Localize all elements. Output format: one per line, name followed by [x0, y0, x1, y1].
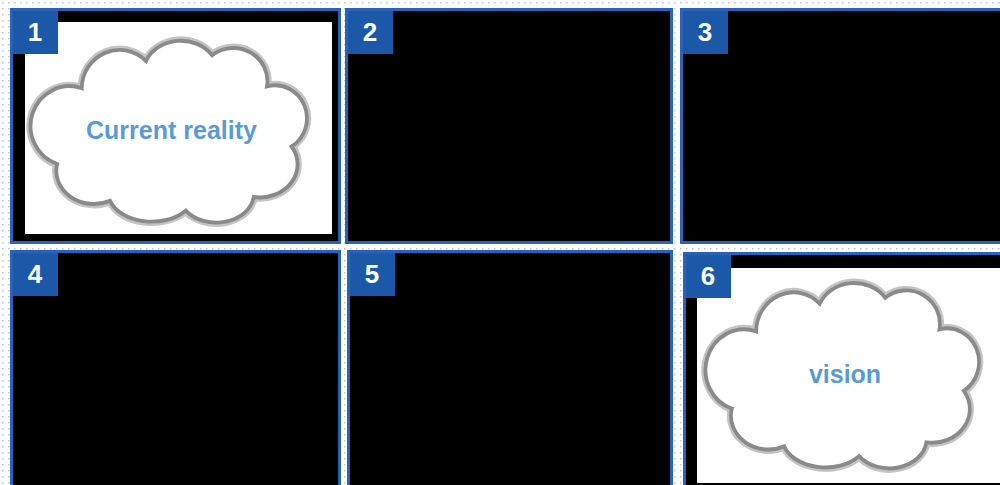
- thought-cloud: vision: [700, 270, 990, 478]
- storyboard-panel: 6 vision: [683, 252, 1000, 485]
- storyboard-panel: 5: [347, 250, 673, 485]
- thought-cloud: Current reality: [25, 28, 318, 232]
- panel-number: 5: [349, 252, 395, 296]
- storyboard-panel: 2: [345, 8, 673, 244]
- panel-number: 3: [682, 10, 728, 54]
- cloud-line: [706, 283, 980, 468]
- storyboard-panel: 4: [10, 250, 341, 485]
- panel-number: 2: [347, 10, 393, 54]
- panel-number: 4: [12, 252, 58, 296]
- storyboard-panel: 1Current reality: [10, 8, 341, 244]
- cloud-halo: [31, 41, 307, 223]
- storyboard-panel: 3: [680, 8, 1000, 244]
- cloud-text: Current reality: [86, 116, 257, 145]
- cloud-text: vision: [809, 360, 881, 389]
- cloud-line: [31, 41, 307, 223]
- cloud-halo: [706, 283, 980, 468]
- panel-number: 6: [685, 254, 731, 298]
- panel-number: 1: [12, 10, 58, 54]
